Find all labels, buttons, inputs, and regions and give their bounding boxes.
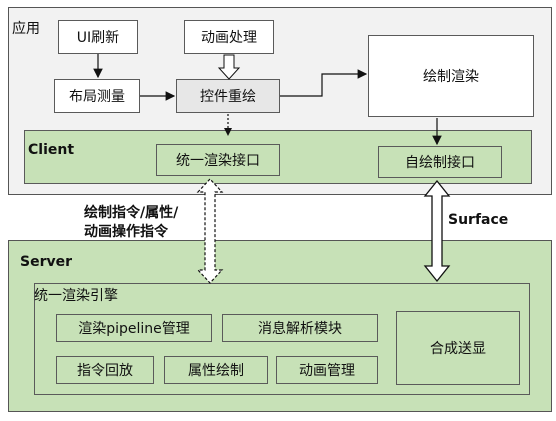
attribute-draw-box: 属性绘制 [164,356,268,384]
control-redraw-box: 控件重绘 [176,79,280,113]
animation-processing-box: 动画处理 [184,20,274,54]
ui-refresh-box: UI刷新 [58,20,138,54]
self-draw-interface-box: 自绘制接口 [378,146,502,178]
render-pipeline-box: 渲染pipeline管理 [56,314,212,342]
unified-render-interface-box: 统一渲染接口 [156,144,280,176]
draw-commands-label-line1: 绘制指令/属性/ [84,205,179,221]
client-title: Client [28,142,75,158]
compose-display-box: 合成送显 [396,311,520,385]
surface-label: Surface [448,212,509,228]
animation-manage-box: 动画管理 [276,356,378,384]
draw-render-box: 绘制渲染 [368,35,534,117]
surface-double-arrow [423,179,451,283]
dashed-double-arrow [196,178,224,284]
message-parse-box: 消息解析模块 [222,314,378,342]
arrow-animation-to-redraw [217,54,241,80]
draw-commands-label-line2: 动画操作指令 [84,224,168,240]
unified-render-engine-title: 统一渲染引擎 [34,288,118,304]
server-title: Server [20,254,73,270]
layout-measure-box: 布局测量 [54,79,140,113]
application-title: 应用 [12,21,40,37]
command-playback-box: 指令回放 [56,356,154,384]
arrow-redraw-to-render [280,69,368,97]
